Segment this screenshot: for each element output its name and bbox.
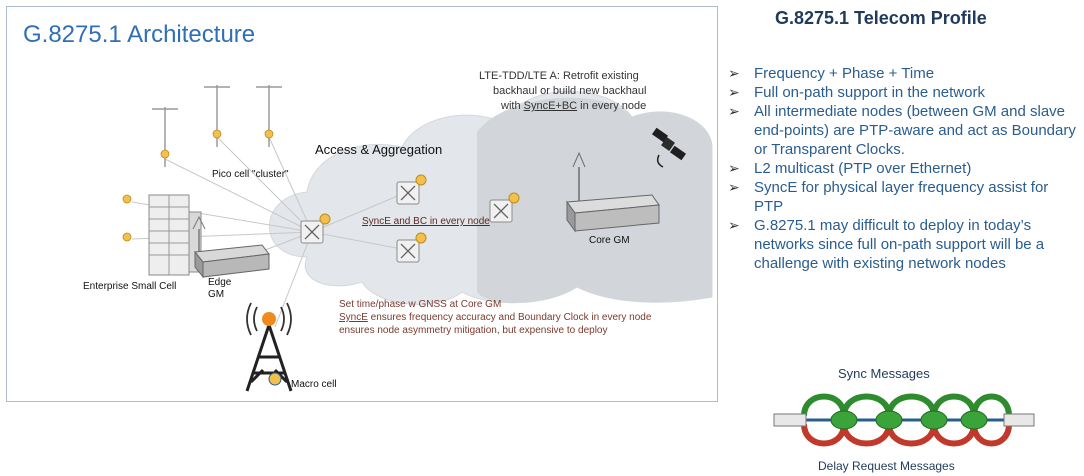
macro-cell-label: Macro cell <box>291 379 337 390</box>
bullet-item: ➢ G.8275.1 may difficult to deploy in tod… <box>726 216 1076 273</box>
pico-cell-icon <box>160 149 170 159</box>
pico-cell-icon <box>264 129 274 139</box>
enterprise-building <box>148 194 206 276</box>
pico-cell-icon <box>212 129 222 139</box>
core-gm-device <box>566 151 660 233</box>
bottom-note-line3: ensures node asymmetry mitigation, but e… <box>339 325 608 336</box>
bullet-text: L2 multicast (PTP over Ethernet) <box>754 160 972 177</box>
aggregation-router-right <box>489 192 520 223</box>
bullet-text: SyncE for physical layer frequency assis… <box>754 179 1049 215</box>
bullet-arrow-icon: ➢ <box>728 84 740 100</box>
ptp-message-flow-diagram <box>773 393 1035 447</box>
delay-request-messages-label: Delay Request Messages <box>818 459 955 473</box>
bullet-text: All intermediate nodes (between GM and s… <box>754 103 1076 158</box>
bullet-arrow-icon: ➢ <box>728 217 740 233</box>
bottom-note-line2: SyncE ensures frequency accuracy and Bou… <box>339 311 709 324</box>
bullet-item: ➢ SyncE for physical layer frequency assi… <box>726 178 1076 216</box>
satellite-icon <box>651 127 687 168</box>
bottom-note-line1: Set time/phase w GNSS at Core GM <box>339 299 502 310</box>
bullet-item: ➢ L2 multicast (PTP over Ethernet) <box>726 159 1076 178</box>
aggregation-router-top <box>396 174 427 205</box>
bullet-arrow-icon: ➢ <box>728 103 740 119</box>
bottom-note-line2-underlined: SyncE <box>339 312 368 323</box>
bullet-text: Frequency + Phase + Time <box>754 65 935 82</box>
profile-bullets: ➢ Frequency + Phase + Time ➢ Full on-path … <box>726 64 1076 273</box>
bullet-arrow-icon: ➢ <box>728 160 740 176</box>
architecture-panel: G.8275.1 Architecture <box>6 6 718 402</box>
aggregation-router-bottom <box>396 232 427 263</box>
lte-note-line3-underlined: SyncE+BC <box>523 100 578 112</box>
lte-note: LTE-TDD/LTE A: Retrofit existing backhau… <box>479 69 709 114</box>
bullet-item: ➢ Full on-path support in the network <box>726 83 1076 102</box>
architecture-title: G.8275.1 Architecture <box>23 21 256 48</box>
macro-cell-tower <box>245 302 293 392</box>
lte-note-line1: LTE-TDD/LTE A: Retrofit existing <box>479 70 639 82</box>
synce-bc-label: SyncE and BC in every node <box>362 216 490 227</box>
small-cell-icon <box>122 194 132 204</box>
bullet-arrow-icon: ➢ <box>728 179 740 195</box>
architecture-diagram <box>122 85 713 392</box>
edge-gm-label-line1: Edge <box>208 277 232 288</box>
pico-cluster-label: Pico cell "cluster" <box>212 169 289 180</box>
lte-note-line3-suffix: in every node <box>577 100 647 112</box>
bullet-item: ➢ All intermediate nodes (between GM and … <box>726 102 1076 159</box>
lte-note-line3-prefix: with <box>501 100 524 112</box>
bottom-note-line2-rest: ensures frequency accuracy and Boundary … <box>367 312 652 323</box>
edge-router <box>300 213 331 244</box>
telecom-profile-title: G.8275.1 Telecom Profile <box>775 8 987 28</box>
lte-note-line2: backhaul or build new backhaul <box>493 85 647 97</box>
access-aggregation-label: Access & Aggregation <box>315 142 443 157</box>
core-gm-label: Core GM <box>589 235 630 246</box>
enterprise-small-cell-label: Enterprise Small Cell <box>83 281 177 292</box>
pico-cell-poles <box>152 85 282 167</box>
bullet-arrow-icon: ➢ <box>728 65 740 81</box>
small-cell-icon <box>122 232 132 242</box>
bullet-item: ➢ Frequency + Phase + Time <box>726 64 1076 83</box>
sync-messages-label: Sync Messages <box>838 366 930 381</box>
synce-bc-label-text: SyncE and BC in every node <box>362 216 490 227</box>
bullet-text: G.8275.1 may difficult to deploy in toda… <box>754 217 1045 272</box>
edge-gm-device <box>194 244 270 279</box>
lte-note-line3: with SyncE+BC in every node <box>479 99 709 114</box>
bottom-note: Set time/phase w GNSS at Core GM SyncE e… <box>339 298 709 337</box>
edge-gm-label-line2: GM <box>208 289 225 300</box>
bullet-text: Full on-path support in the network <box>754 84 985 101</box>
